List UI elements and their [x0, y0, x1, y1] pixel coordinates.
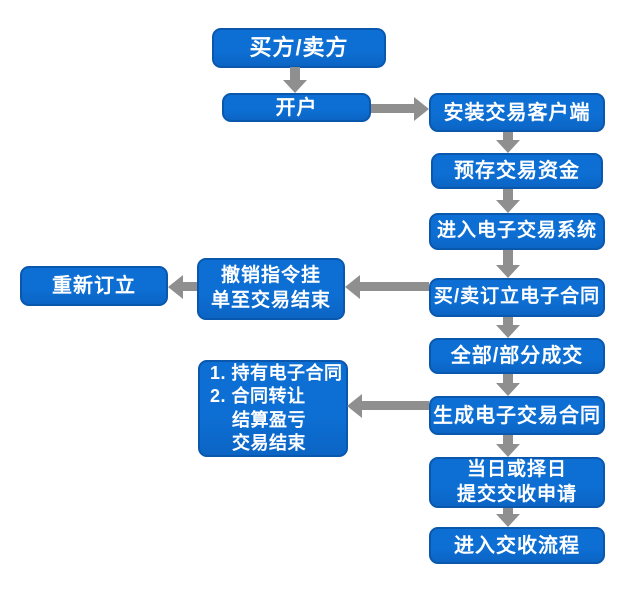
arrow-shaft — [503, 508, 513, 515]
arrow-head-down-icon — [283, 80, 307, 93]
arrow-head-down-icon — [496, 265, 520, 278]
arrow-head-down-icon — [496, 383, 520, 396]
node-cancel-order: 撤销指令挂 单至交易结束 — [197, 258, 345, 320]
node-install-client: 安装交易客户端 — [429, 93, 605, 132]
arrow-shaft — [362, 401, 429, 410]
arrow-shaft — [290, 67, 300, 81]
node-renew-contract: 重新订立 — [20, 266, 168, 306]
node-open-account: 开户 — [222, 93, 371, 122]
node-buyer-seller: 买方/卖方 — [212, 28, 386, 68]
arrow-head-left-icon — [168, 275, 183, 299]
arrow-shaft — [503, 132, 513, 141]
arrow-head-down-icon — [496, 200, 520, 213]
arrow-head-down-icon — [496, 514, 520, 527]
arrow-head-down-icon — [496, 140, 520, 153]
node-generate-contract: 生成电子交易合同 — [429, 396, 605, 435]
arrow-head-left-icon — [345, 275, 360, 299]
node-delivery-process: 进入交收流程 — [429, 527, 605, 564]
node-establish-contract: 买/卖订立电子合同 — [429, 278, 605, 317]
arrow-head-down-icon — [496, 325, 520, 338]
arrow-shaft — [371, 104, 415, 113]
node-deposit-funds: 预存交易资金 — [431, 153, 603, 189]
arrow-head-right-icon — [414, 97, 429, 121]
arrow-shaft — [503, 250, 513, 266]
node-full-partial-deal: 全部/部分成交 — [429, 338, 605, 374]
arrow-shaft — [503, 435, 513, 445]
arrow-head-left-icon — [347, 394, 362, 418]
arrow-shaft — [503, 317, 513, 326]
node-delivery-request: 当日或择日 提交交收申请 — [429, 457, 605, 508]
arrow-shaft — [503, 189, 513, 201]
arrow-shaft — [360, 282, 429, 291]
arrow-shaft — [183, 282, 197, 291]
node-hold-or-transfer: 1. 持有电子合同 2. 合同转让 结算盈亏 交易结束 — [198, 360, 348, 457]
arrow-head-down-icon — [496, 444, 520, 457]
node-enter-system: 进入电子交易系统 — [429, 213, 605, 250]
arrow-shaft — [503, 374, 513, 384]
